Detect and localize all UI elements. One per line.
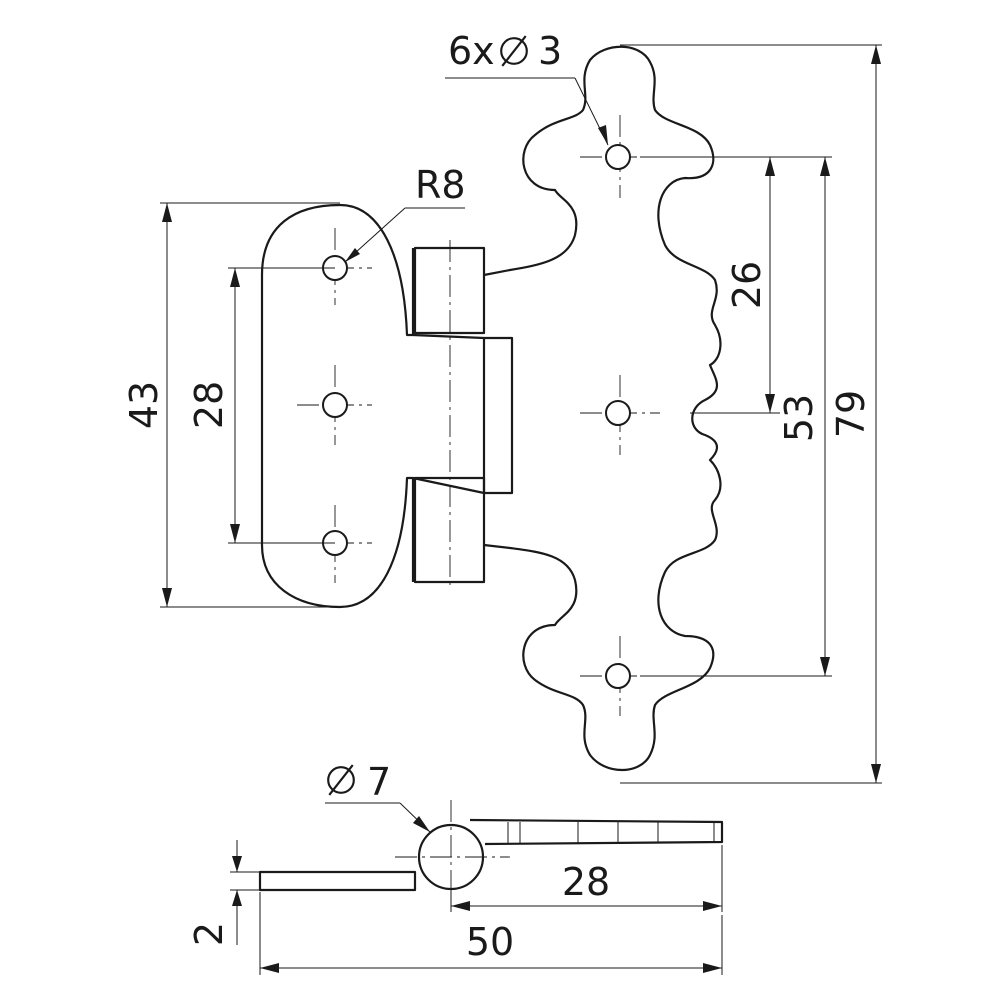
dimension-radius: R8 xyxy=(344,163,466,263)
right-hole-bottom xyxy=(605,663,631,689)
dimension-pin-diameter: 7 xyxy=(325,760,431,833)
right-hole-middle xyxy=(605,400,631,426)
left-leaf xyxy=(260,203,415,609)
right-leaf-width-label: 28 xyxy=(562,860,610,904)
right-hole-top xyxy=(605,144,631,170)
dimension-overall-height: 79 xyxy=(620,44,882,784)
dimension-thickness: 2 xyxy=(187,840,260,946)
side-left-leaf xyxy=(258,870,417,892)
leaf-height-label: 43 xyxy=(122,381,166,429)
dimension-right-hole-spacing-large: 53 xyxy=(640,156,832,677)
knuckle-bottom xyxy=(413,476,486,584)
left-hole-middle xyxy=(322,392,348,418)
dimension-right-hole-spacing-small: 26 xyxy=(640,156,780,414)
overall-width-label: 50 xyxy=(466,920,514,964)
thickness-label: 2 xyxy=(187,922,231,946)
hole-diameter-label: 3 xyxy=(538,29,562,73)
left-hole-spacing-label: 28 xyxy=(187,381,231,429)
radius-label: R8 xyxy=(415,163,466,207)
left-leaf-outline xyxy=(260,203,415,609)
knuckle-top xyxy=(413,246,486,335)
dimension-left-hole-spacing: 28 xyxy=(187,267,335,544)
dimension-hole-callout: 6x 3 xyxy=(445,29,609,146)
pin-diameter-label: 7 xyxy=(367,760,391,804)
dimension-right-leaf-width: 28 xyxy=(450,845,723,912)
hinge-knuckles xyxy=(412,240,514,590)
right-leaf xyxy=(483,45,722,772)
right-spacing-small-label: 26 xyxy=(725,261,769,309)
knuckle-middle xyxy=(482,336,514,495)
dimension-leaf-height: 43 xyxy=(122,202,340,608)
hole-count-label: 6x xyxy=(448,29,495,73)
side-view xyxy=(258,800,724,905)
right-spacing-large-label: 53 xyxy=(777,394,821,442)
right-leaf-outline xyxy=(483,45,722,772)
dimension-overall-width: 50 xyxy=(259,892,723,975)
side-right-leaf xyxy=(469,818,724,846)
overall-height-label: 79 xyxy=(829,390,873,438)
